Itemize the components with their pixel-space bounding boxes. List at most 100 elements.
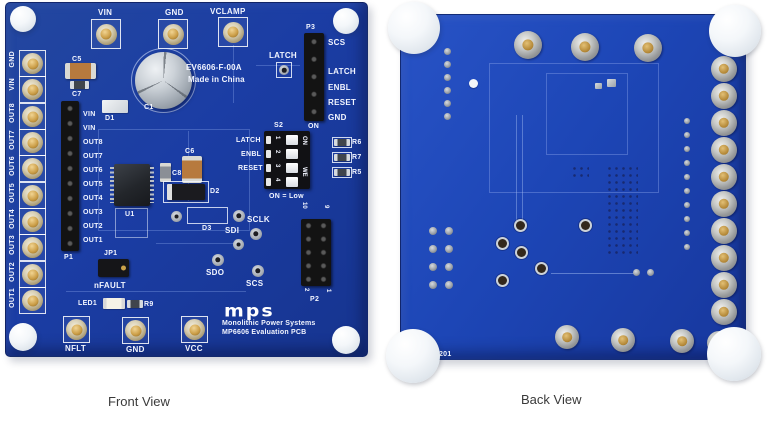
- s2-row-label: RESET: [238, 165, 263, 172]
- latch-testpoint-label: LATCH: [269, 51, 298, 60]
- solder-terminal: [711, 83, 737, 109]
- u1-outline: [115, 208, 148, 238]
- via-grid: [571, 165, 589, 177]
- brand-line-1: Monolithic Power Systems: [222, 320, 316, 327]
- trace-line: [522, 115, 523, 225]
- solder-pad: [429, 227, 437, 235]
- front-pcb: VIN GND VCLAMP GND VIN OUT8 OUT7 OUT6 OU…: [5, 2, 368, 357]
- d1-label: D1: [105, 115, 115, 122]
- p3-pin-label: LATCH: [328, 67, 357, 76]
- p1-pin-label: OUT5: [83, 181, 103, 188]
- gnd-terminal: [158, 19, 188, 49]
- dip-number: 3: [274, 164, 280, 168]
- led1: [103, 298, 125, 309]
- p1-pin-label: OUT2: [83, 223, 103, 230]
- r6-resistor: [334, 139, 350, 146]
- left-terminal: [19, 234, 46, 261]
- trace-line: [516, 115, 517, 225]
- left-terminal-label: GND: [9, 51, 16, 68]
- left-terminal-label: OUT6: [9, 156, 16, 176]
- p1-label: P1: [64, 254, 74, 261]
- solder-pad: [429, 281, 437, 289]
- nfault-label: nFAULT: [94, 281, 126, 290]
- p1-pin-label: OUT8: [83, 139, 103, 146]
- p1-pin-label: OUT7: [83, 153, 103, 160]
- left-terminal-label: OUT3: [9, 235, 16, 255]
- through-hole: [498, 239, 507, 248]
- solder-terminal: [514, 31, 542, 59]
- p3-header: [304, 33, 324, 121]
- c1-label: C1: [144, 104, 154, 111]
- solder-terminal: [711, 218, 737, 244]
- through-hole: [516, 221, 525, 230]
- r9-resistor: [127, 300, 143, 308]
- dip-number: 1: [274, 136, 280, 140]
- solder-terminal: [711, 164, 737, 190]
- sdi-label: SDI: [225, 226, 240, 235]
- led1-label: LED1: [78, 300, 98, 307]
- through-hole: [581, 221, 590, 230]
- dip-number: 2: [274, 150, 280, 154]
- p1-pin-label: OUT3: [83, 209, 103, 216]
- gold-turret: [22, 237, 43, 258]
- gold-turret: [22, 53, 43, 74]
- sclk-testpoint: [233, 210, 245, 222]
- gold-turret: [22, 132, 43, 153]
- s2-row-label: LATCH: [236, 137, 261, 144]
- gold-turret: [22, 79, 43, 100]
- left-terminal: [19, 129, 46, 156]
- c6-capacitor: [182, 156, 202, 183]
- corner-bumper: [388, 2, 440, 54]
- solder-terminal: [711, 56, 737, 82]
- scs-testpoint: [252, 265, 264, 277]
- solder-pad: [444, 61, 451, 68]
- gold-turret: [22, 158, 43, 179]
- p2-pin9-label: 9: [323, 205, 329, 209]
- left-terminal: [19, 261, 46, 288]
- through-hole: [517, 248, 526, 257]
- p2-pin10-label: 10: [301, 202, 307, 209]
- c5-capacitor: [65, 63, 96, 79]
- dip-number: 4: [274, 178, 280, 182]
- sdo-testpoint: [212, 254, 224, 266]
- p1-pin-label: OUT4: [83, 195, 103, 202]
- r5-box: [332, 167, 352, 178]
- p2-pin2-label: 2: [303, 288, 309, 292]
- left-terminal-label: OUT8: [9, 103, 16, 123]
- gold-turret: [22, 264, 43, 285]
- d3-outline: [187, 207, 228, 224]
- u1-label: U1: [125, 211, 135, 218]
- scs-label: SCS: [246, 279, 264, 288]
- solder-pad: [684, 244, 690, 250]
- solder-terminal: [711, 191, 737, 217]
- jp1-label: JP1: [104, 250, 118, 257]
- p3-pin-label: GND: [328, 113, 347, 122]
- solder-pad: [429, 245, 437, 253]
- corner-bumper: [333, 8, 359, 34]
- corner-bumper: [386, 329, 440, 383]
- solder-pad: [444, 74, 451, 81]
- gold-turret: [125, 320, 146, 341]
- s2-dip-switch: 1 2 3 4 ON WE: [264, 131, 310, 189]
- solder-pad: [445, 281, 453, 289]
- d1-diode: [102, 100, 128, 113]
- trace-line: [551, 273, 639, 274]
- vclamp-terminal: [218, 17, 248, 47]
- jp1-jumper: [98, 259, 129, 277]
- dip-pin: [266, 136, 271, 144]
- left-terminal-label: VIN: [9, 78, 16, 91]
- corner-bumper: [9, 323, 37, 351]
- left-terminal-label: OUT4: [9, 209, 16, 229]
- p1-pin-label: VIN: [83, 125, 96, 132]
- p1-pin-label: OUT1: [83, 237, 103, 244]
- solder-terminal: [611, 328, 635, 352]
- c1-capacitor: [135, 52, 192, 109]
- left-terminal: [19, 50, 46, 77]
- left-terminal: [19, 182, 46, 209]
- solder-pad: [684, 174, 690, 180]
- gold-turret: [22, 106, 43, 127]
- r7-resistor: [334, 154, 350, 161]
- solder-terminal: [571, 33, 599, 61]
- gold-turret: [95, 23, 117, 45]
- left-terminal: [19, 76, 46, 103]
